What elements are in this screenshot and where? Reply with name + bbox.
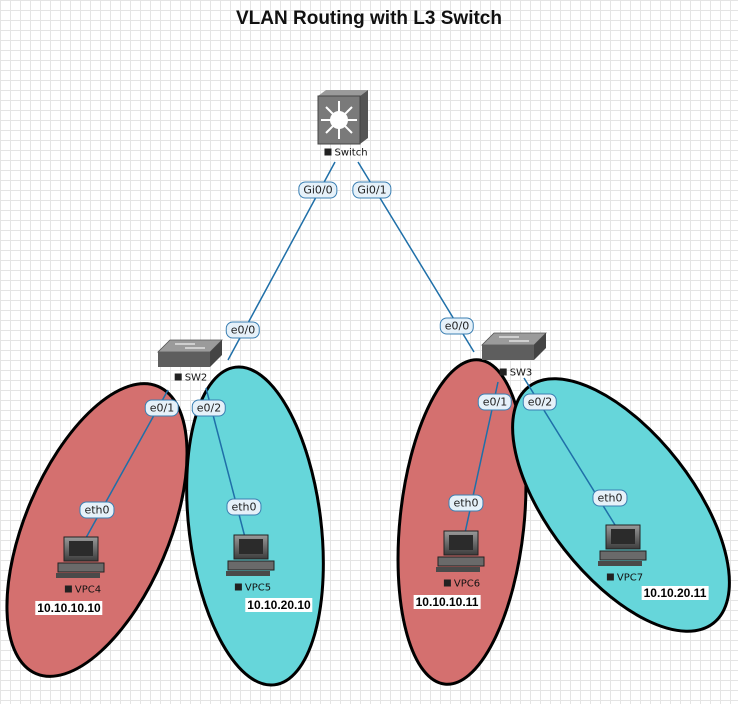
vpc5-label: VPC5 [234, 582, 272, 594]
vpc6-ip-address: 10.10.10.11 [413, 595, 481, 609]
sw3-switch-icon[interactable] [481, 332, 547, 360]
port-gi0-0[interactable]: Gi0/0 [298, 181, 338, 199]
vpc4-name: VPC4 [74, 584, 102, 596]
vpc4-label: VPC4 [64, 584, 102, 596]
vpc5-computer-icon[interactable] [226, 534, 275, 576]
port-sw2-e0-2[interactable]: e0/2 [191, 399, 227, 417]
vpc7-ip-address: 10.10.20.11 [641, 586, 709, 600]
vpc6-name: VPC6 [453, 578, 481, 590]
vpc7-computer-icon[interactable] [598, 524, 647, 566]
port-vpc7-eth0[interactable]: eth0 [592, 489, 628, 507]
vpc6-computer-icon[interactable] [436, 530, 485, 572]
sw2-label: SW2 [174, 372, 208, 384]
port-sw2-e0-1[interactable]: e0/1 [144, 399, 180, 417]
port-sw3-e0-2[interactable]: e0/2 [522, 393, 558, 411]
sw2-switch-icon[interactable] [157, 339, 223, 367]
vpc4-computer-icon[interactable] [56, 536, 105, 578]
vpc7-name: VPC7 [616, 572, 644, 584]
vpc4-ip-address: 10.10.10.10 [35, 601, 103, 615]
vpc7-label: VPC7 [606, 572, 644, 584]
port-gi0-1[interactable]: Gi0/1 [352, 181, 392, 199]
l3-switch-label: Switch [324, 147, 368, 159]
port-vpc5-eth0[interactable]: eth0 [226, 498, 262, 516]
port-sw2-e0-0[interactable]: e0/0 [225, 321, 261, 339]
sw3-label: SW3 [499, 367, 533, 379]
vpc6-label: VPC6 [443, 578, 481, 590]
port-sw3-e0-1[interactable]: e0/1 [477, 393, 513, 411]
sw3-name: SW3 [509, 367, 533, 379]
l3-switch-name: Switch [334, 147, 368, 159]
port-vpc4-eth0[interactable]: eth0 [79, 501, 115, 519]
vpc5-name: VPC5 [244, 582, 272, 594]
vpc5-ip-address: 10.10.20.10 [245, 598, 313, 612]
sw2-name: SW2 [184, 372, 208, 384]
diagram-title: VLAN Routing with L3 Switch [236, 8, 502, 29]
port-sw3-e0-0[interactable]: e0/0 [439, 317, 475, 335]
l3-switch-icon[interactable] [317, 90, 368, 145]
port-vpc6-eth0[interactable]: eth0 [448, 494, 484, 512]
